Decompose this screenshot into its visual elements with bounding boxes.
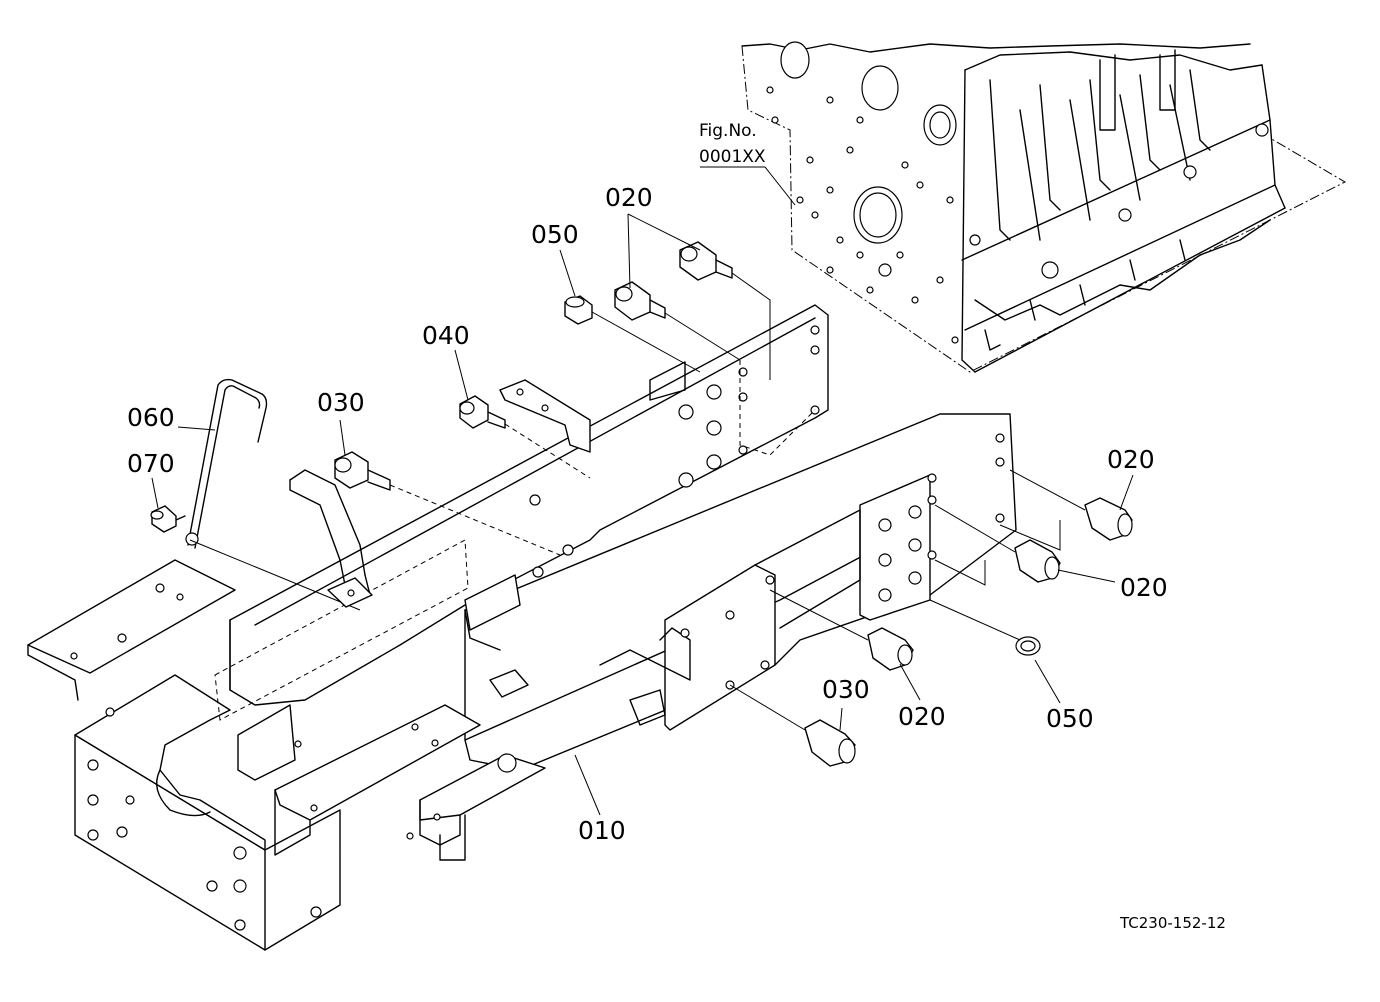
callout-040[interactable]: 040 [422,321,470,350]
hook-bracket-060 [185,378,268,549]
fig-ref-line1: Fig.No. [699,121,757,141]
bolt-030-left [334,451,561,556]
front-frame-assembly [27,304,1017,951]
fig-ref-line2: 0001XX [699,147,766,167]
callout-030-bottom[interactable]: 030 [822,675,870,704]
callout-050-top[interactable]: 050 [531,220,579,249]
block-bolt-holes [766,86,959,344]
callout-010[interactable]: 010 [578,816,626,845]
bolt-020-right-upper [999,469,1133,551]
bolt-020-top-left [614,281,741,361]
bolt-020-bottom [769,589,914,671]
callout-020-right-middle[interactable]: 020 [1120,573,1168,602]
bolt-040 [459,379,591,479]
callout-070[interactable]: 070 [127,449,175,478]
bolt-030-bottom [729,684,856,767]
callout-060[interactable]: 060 [127,403,175,432]
bolt-020-right-middle [934,504,1061,586]
figure-reference: Fig.No. 0001XX [699,121,766,167]
plug-050-top [564,295,701,373]
bolt-070 [150,505,361,611]
callout-030-left[interactable]: 030 [317,388,365,417]
callout-020-right-upper[interactable]: 020 [1107,445,1155,474]
callout-020-top[interactable]: 020 [605,183,653,212]
callout-050-bottom[interactable]: 050 [1046,704,1094,733]
callout-leaders [151,166,1134,816]
stay-040 [289,469,373,608]
plug-050-bottom [929,599,1041,656]
drawing-code: TC230-152-12 [1119,914,1226,932]
engine-block [741,41,1347,373]
callout-020-bottom[interactable]: 020 [898,702,946,731]
bolt-020-top-right [679,241,771,380]
